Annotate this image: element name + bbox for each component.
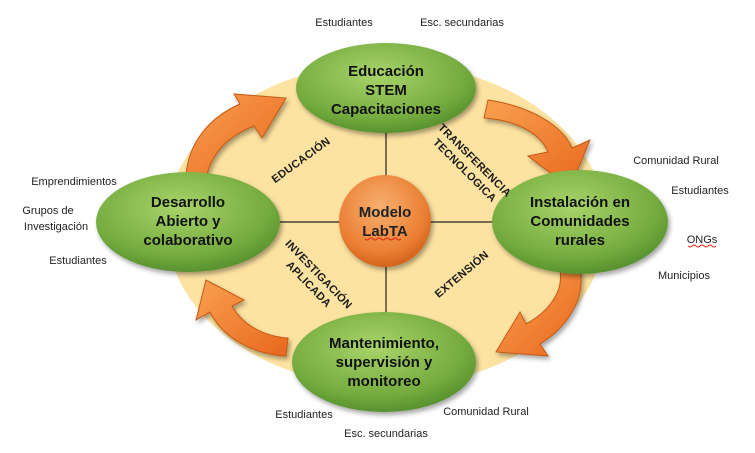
participant-bottom-left: Estudiantes <box>275 409 333 421</box>
spellcheck-underline <box>364 237 402 241</box>
node-education-stem-line-1: Educación <box>348 63 424 80</box>
node-maintenance-line-2: supervisión y <box>336 354 433 371</box>
node-maintenance <box>292 312 476 412</box>
node-open-development-line-1: Desarrollo <box>151 194 225 211</box>
participant-right-2: Estudiantes <box>671 185 729 197</box>
node-education-stem-line-3: Capacitaciones <box>331 101 441 118</box>
node-rural-installation <box>492 170 668 274</box>
participant-bottom-right: Comunidad Rural <box>443 406 529 418</box>
node-education-stem <box>296 43 476 133</box>
node-rural-installation-line-1: Instalación en <box>530 194 630 211</box>
node-rural-installation-line-3: rurales <box>555 232 605 249</box>
cycle-arrow-top-right <box>483 99 591 189</box>
center-node-labta <box>339 175 431 267</box>
node-rural-installation-line-2: Comunidades <box>530 213 629 230</box>
participant-left-2a: Grupos de <box>22 205 73 217</box>
participant-bottom-center: Esc. secundarias <box>344 428 428 440</box>
center-node-line-1: Modelo <box>359 204 412 221</box>
participant-left-2b: Investigación <box>24 221 88 233</box>
node-open-development-line-2: Abierto y <box>155 213 221 230</box>
spellcheck-underline-ongs <box>687 244 717 248</box>
node-open-development <box>96 172 280 272</box>
participant-right-1: Comunidad Rural <box>633 155 719 167</box>
participant-right-3: ONGs <box>687 234 718 246</box>
participant-top-right: Esc. secundarias <box>420 17 504 29</box>
center-node-line-2: LabTA <box>362 223 408 240</box>
participant-top-left: Estudiantes <box>315 17 373 29</box>
cycle-arrow-top-left <box>185 93 287 181</box>
node-maintenance-line-1: Mantenimiento, <box>329 335 439 352</box>
participant-left-1: Emprendimientos <box>31 176 117 188</box>
participant-right-4: Municipios <box>658 270 710 282</box>
cycle-arrow-bottom-right <box>495 267 582 357</box>
cycle-arrow-bottom-left <box>195 279 289 357</box>
node-maintenance-line-3: monitoreo <box>347 373 420 390</box>
participant-left-3: Estudiantes <box>49 255 107 267</box>
node-education-stem-line-2: STEM <box>365 82 407 99</box>
node-open-development-line-3: colaborativo <box>143 232 232 249</box>
